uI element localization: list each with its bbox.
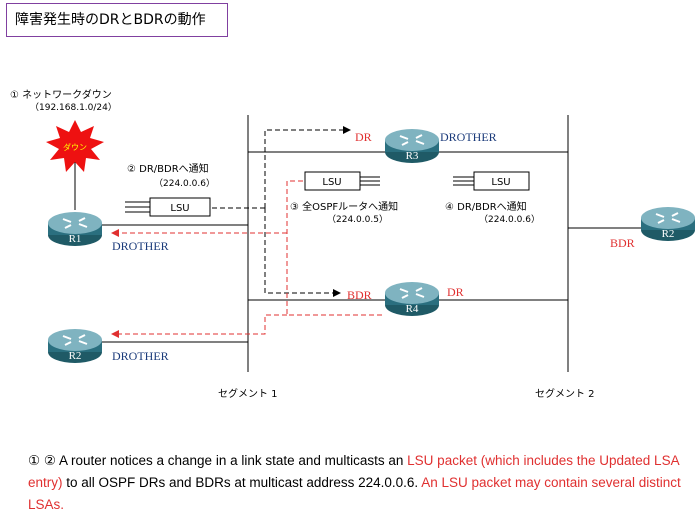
r2-right-label: R2 xyxy=(662,228,675,240)
arrow-to-r2 xyxy=(111,314,287,338)
step3-address: （224.0.0.5） xyxy=(327,214,388,225)
r1-role: DROTHER xyxy=(112,239,169,253)
arrow-to-bdr xyxy=(264,208,341,297)
r2-left-role: DROTHER xyxy=(112,349,169,363)
router-r2-right-icon[interactable]: R2 xyxy=(640,206,696,242)
arrow-to-dr xyxy=(264,126,351,208)
step4-label: ④ DR/BDRへ通知 xyxy=(445,200,527,213)
down-burst-icon: ダウン xyxy=(46,120,104,172)
event-label: ① ネットワークダウン xyxy=(10,88,112,101)
caption-red-2: An LSU packet may contain several distin… xyxy=(28,475,681,512)
burst-label: ダウン xyxy=(63,142,87,152)
step3-label: ③ 全OSPFルータへ通知 xyxy=(290,200,398,213)
event-address: （192.168.1.0/24） xyxy=(30,102,117,113)
caption-mid: to all OSPF DRs and BDRs at multicast ad… xyxy=(62,475,422,490)
explanation-caption: ① ② A router notices a change in a link … xyxy=(28,450,693,516)
r3-dr-tag: DR xyxy=(355,130,372,144)
lsu-packet-3: LSU xyxy=(453,171,530,191)
router-r1-icon[interactable]: R1 xyxy=(47,211,103,247)
caption-prefix: ① ② A router notices a change in a link … xyxy=(28,453,408,468)
red-dr-flood xyxy=(286,180,385,316)
r4-dr-role: DR xyxy=(447,285,464,299)
ospf-diagram: ① ネットワークダウン （192.168.1.0/24） ダウン R1 R2 R… xyxy=(10,88,696,400)
svg-text:LSU: LSU xyxy=(491,177,510,188)
caption-red-1: LSU packet (which includes the Updated L… xyxy=(28,453,679,490)
step4-address: （224.0.0.6） xyxy=(479,214,540,225)
lsu-packet-1: LSU xyxy=(125,197,211,217)
step2-address: （224.0.0.6） xyxy=(154,178,215,189)
svg-text:LSU: LSU xyxy=(170,203,189,214)
r4-bdr-tag: BDR xyxy=(347,288,372,302)
r2-right-role: BDR xyxy=(610,236,635,250)
segment-1-label: セグメント 1 xyxy=(218,387,278,400)
page-title: 障害発生時のDRとBDRの動作 xyxy=(6,3,228,37)
router-r3-icon[interactable]: R3 xyxy=(384,128,440,164)
r3-label: R3 xyxy=(406,150,419,162)
r3-role: DROTHER xyxy=(440,130,497,144)
svg-text:LSU: LSU xyxy=(322,177,341,188)
segment-2-label: セグメント 2 xyxy=(535,387,595,400)
r4-label: R4 xyxy=(406,303,419,315)
r1-label: R1 xyxy=(69,233,82,245)
r2-left-label: R2 xyxy=(69,350,82,362)
lsu-packet-2: LSU xyxy=(304,171,380,191)
step2-label: ② DR/BDRへ通知 xyxy=(127,162,209,175)
router-r2-left-icon[interactable]: R2 xyxy=(47,328,103,364)
router-r4-icon[interactable]: R4 xyxy=(384,281,440,317)
